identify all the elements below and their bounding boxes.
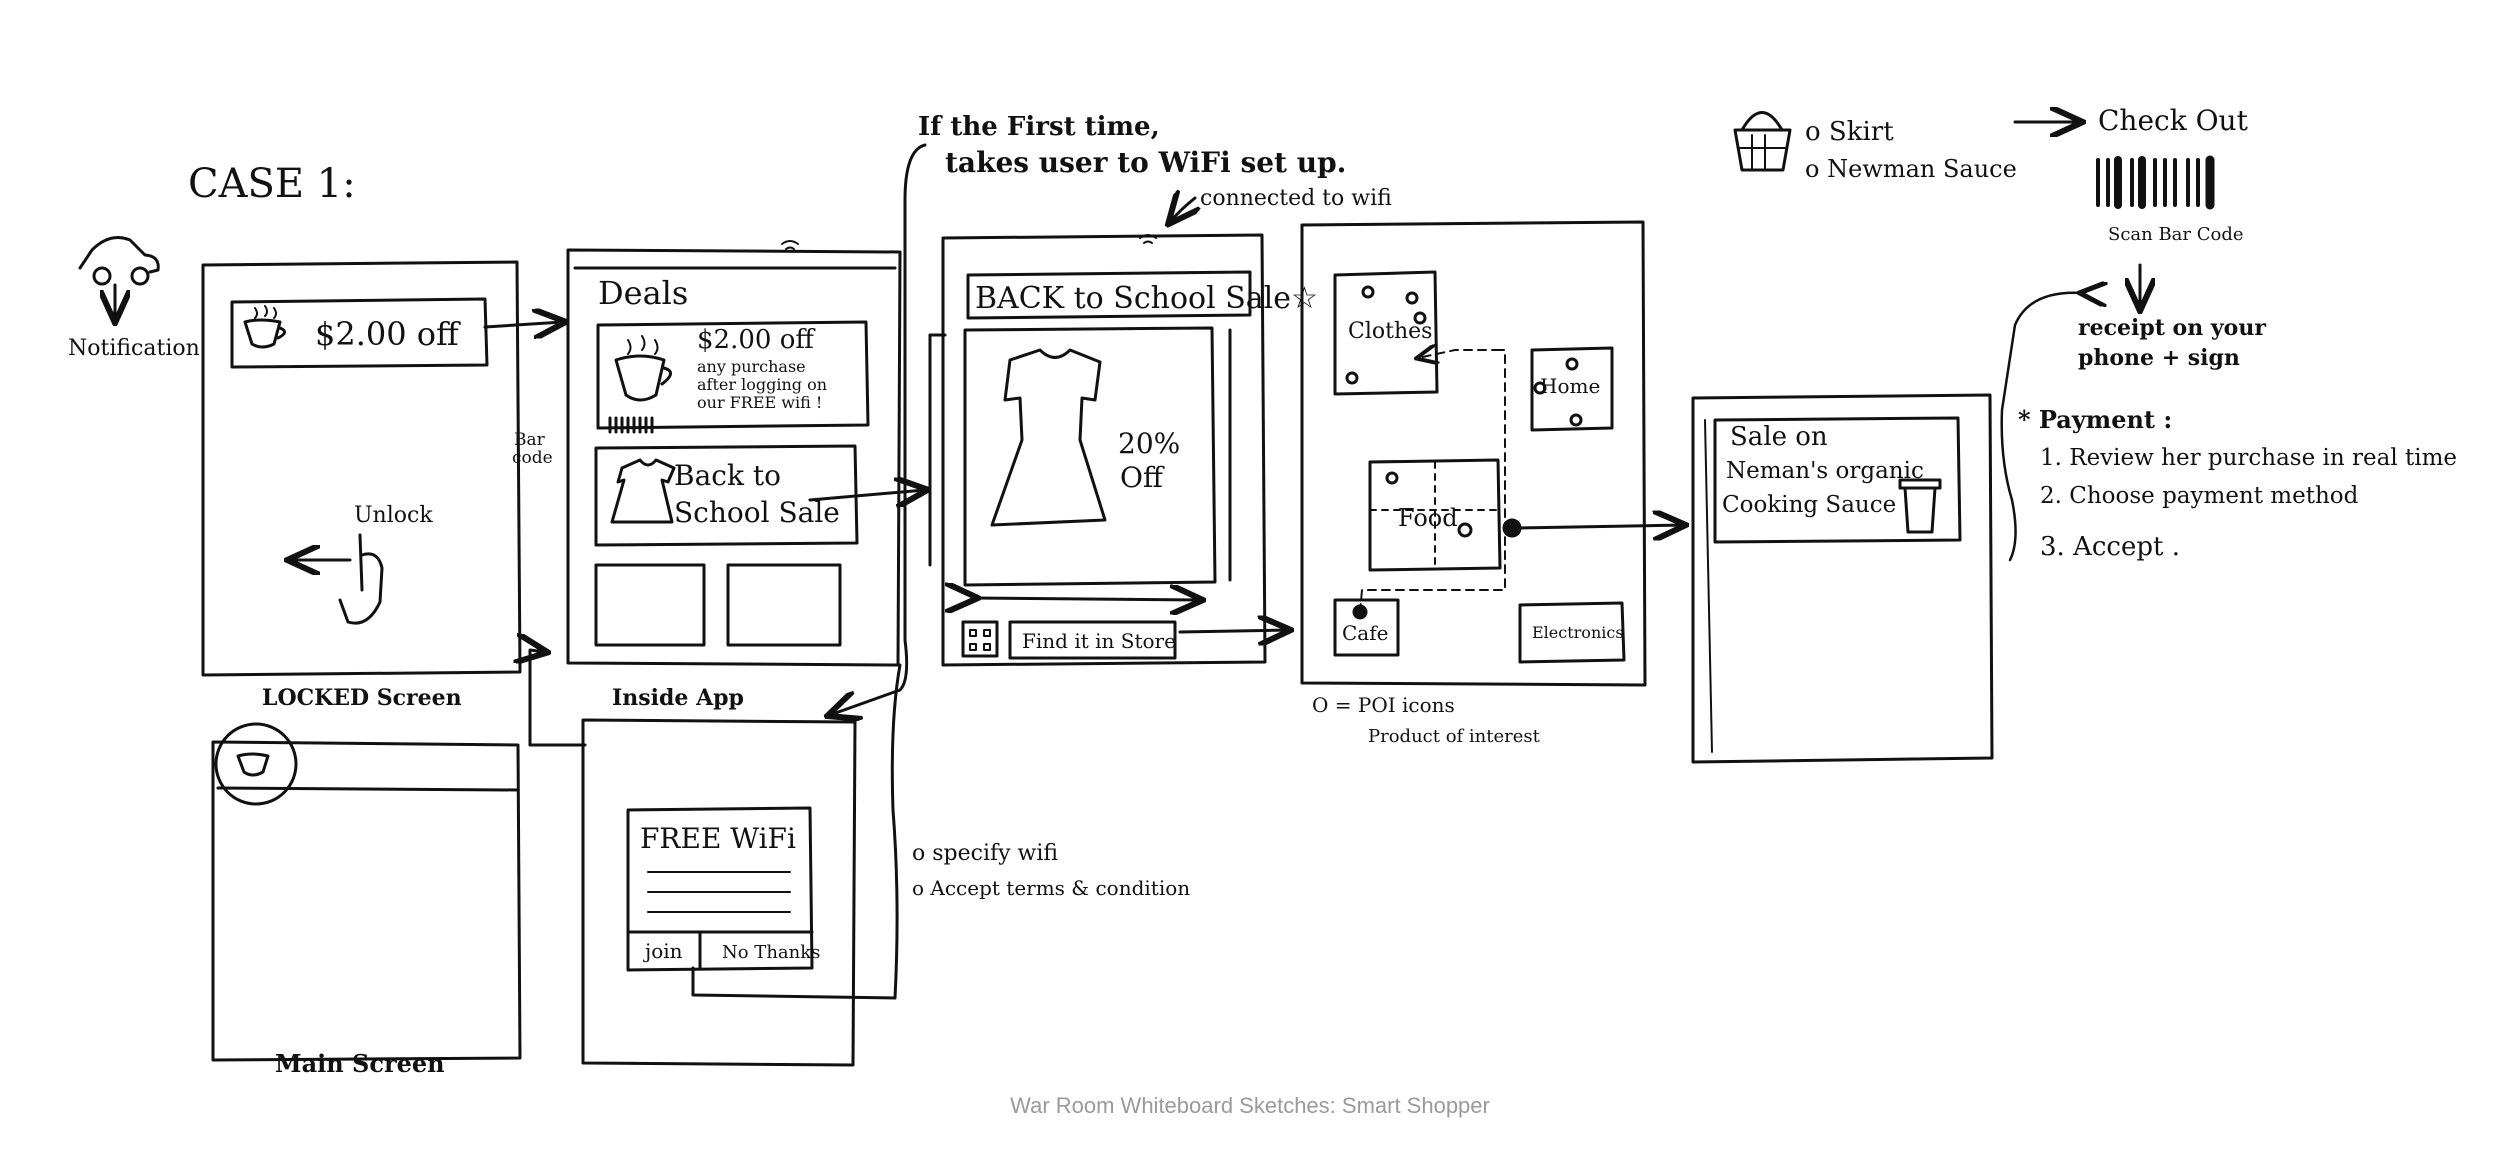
- back-to-school-line2: School Sale: [674, 496, 840, 529]
- figure-caption: War Room Whiteboard Sketches: Smart Shop…: [1010, 1093, 1490, 1118]
- dress-icon: [610, 458, 676, 524]
- swipe-arrows[interactable]: [975, 598, 1200, 600]
- payment-step-1: 1. Review her purchase in real time: [2040, 445, 2457, 471]
- sale-card-line2: Neman's organic: [1726, 458, 1924, 484]
- food-section: [1368, 458, 1502, 572]
- basket-icon: [1733, 111, 1792, 172]
- discount-off: Off: [1120, 461, 1165, 494]
- wifi-step-1: o specify wifi: [912, 841, 1058, 866]
- deal-coffee-icon: [614, 354, 666, 402]
- app-tile-2: [726, 563, 842, 647]
- dress-image: [990, 348, 1107, 527]
- home-label: Home: [1540, 374, 1600, 398]
- wifi-icon: [781, 240, 799, 250]
- qr-icon[interactable]: [961, 620, 999, 658]
- food-label: Food: [1398, 504, 1458, 532]
- app-tile-1: [594, 563, 706, 647]
- phone-frame-sale: [1691, 393, 1994, 764]
- scan-barcode-icon: [2096, 155, 2215, 210]
- case-label: CASE 1:: [188, 161, 356, 207]
- receipt-line1: receipt on your: [2078, 315, 2266, 341]
- electronics-section: [1518, 601, 1626, 664]
- locked-offer-text: $2.00 off: [315, 315, 461, 353]
- wifi-step-2: o Accept terms & condition: [912, 876, 1190, 900]
- basket-item-skirt: o Skirt: [1805, 117, 1894, 147]
- checkout-label[interactable]: Check Out: [2098, 104, 2249, 137]
- sale-image-panel: [963, 326, 1217, 587]
- sale-title: BACK to School Sale☆: [975, 281, 1318, 316]
- basket-item-sauce: o Newman Sauce: [1805, 155, 2017, 183]
- scan-barcode-caption: Scan Bar Code: [2108, 224, 2244, 245]
- deal-card: [596, 320, 870, 430]
- deal-desc-2: after logging on: [697, 375, 827, 394]
- route-path: [1359, 349, 1506, 613]
- poi-marker[interactable]: [1502, 518, 1522, 538]
- cafe-label: Cafe: [1342, 621, 1388, 645]
- wifi-popup: [626, 806, 814, 972]
- sale-card-line1: Sale on: [1730, 422, 1828, 452]
- payment-step-2: 2. Choose payment method: [2040, 483, 2359, 509]
- wifi-screen-frame: [581, 718, 857, 1067]
- sale-card: [1713, 416, 1962, 544]
- sale-wifi-icon: [1139, 234, 1157, 244]
- store-map-frame: [1300, 220, 1647, 687]
- clothes-section: [1333, 270, 1439, 396]
- deal-desc-1: any purchase: [697, 357, 806, 376]
- app-coffee-icon: [236, 752, 270, 777]
- map-legend-2: Product of interest: [1368, 726, 1541, 747]
- home-section: [1530, 346, 1614, 432]
- wifi-popup-title: FREE WiFi: [640, 822, 796, 855]
- coffee-cup-icon: [243, 305, 286, 349]
- main-screen-caption: Main Screen: [275, 1049, 445, 1078]
- wifi-note-line1: If the First time,: [918, 112, 1160, 142]
- offer-notification: [230, 297, 489, 369]
- deals-title: Deals: [598, 274, 688, 312]
- discount-percent: 20%: [1118, 427, 1180, 460]
- join-button[interactable]: join: [643, 939, 683, 963]
- barcode-icon: [608, 416, 654, 434]
- find-in-store-button[interactable]: [1008, 620, 1177, 660]
- inside-app-frame: [566, 248, 902, 667]
- hand-icon: [338, 533, 384, 625]
- back-to-school-line1: Back to: [674, 459, 781, 492]
- unlock-label: Unlock: [354, 503, 433, 528]
- find-in-store-label: Find it in Store: [1022, 629, 1176, 653]
- barcode-label-2: code: [512, 448, 553, 468]
- sauce-jar-icon: [1898, 478, 1942, 534]
- sale-title-bar: [966, 270, 1252, 320]
- wifi-note-line2: takes user to WiFi set up.: [945, 146, 1346, 179]
- no-thanks-button[interactable]: No Thanks: [722, 942, 820, 963]
- locked-screen-frame: [201, 260, 522, 677]
- deal-desc-3: our FREE wifi !: [697, 393, 822, 412]
- payment-title: * Payment :: [2018, 405, 2172, 434]
- payment-step-3: 3. Accept .: [2040, 532, 2180, 562]
- sale-card-line3: Cooking Sauce: [1722, 492, 1896, 518]
- main-screen-frame: [211, 740, 522, 1062]
- receipt-line2: phone + sign: [2078, 345, 2240, 371]
- electronics-label: Electronics: [1532, 623, 1624, 642]
- barcode-label-1: Bar: [514, 430, 546, 450]
- deal-offer-text: $2.00 off: [697, 325, 816, 355]
- cafe-section: [1333, 598, 1400, 657]
- connected-note: connected to wifi: [1200, 186, 1392, 211]
- notification-label: Notification: [68, 336, 200, 361]
- sale-screen-frame: [941, 233, 1267, 667]
- car-icon: [78, 236, 160, 320]
- inside-app-caption: Inside App: [612, 685, 744, 711]
- locked-screen-caption: LOCKED Screen: [262, 685, 462, 711]
- back-to-school-card: [594, 444, 859, 547]
- app-icon-circle: [214, 722, 298, 806]
- map-legend-1: O = POI icons: [1312, 693, 1455, 717]
